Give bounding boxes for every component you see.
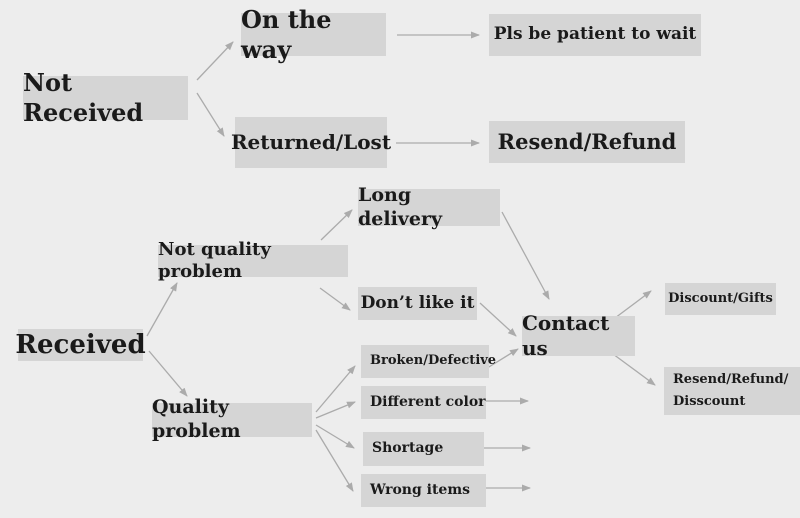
node-discount-gifts: Discount/Gifts [665, 283, 776, 315]
node-received: Received [15, 329, 146, 361]
edge-quality-problem-to-shortage-arrow [315, 424, 355, 449]
node-pls-be-patient-to-wait: Pls be patient to wait [489, 14, 701, 56]
node-different-color: Different color [361, 386, 486, 419]
node-resend-refund: Resend/Refund [489, 121, 685, 163]
node-long-delivery: Long delivery [358, 184, 500, 230]
edge-quality-problem-to-different-color-arrow [315, 401, 356, 419]
edge-not-received-to-returned-lost-arrow [196, 92, 225, 137]
edge-dont-like-it-to-contact-us-arrow [479, 302, 517, 337]
edge-received-to-not-quality-problem-arrow [146, 282, 178, 337]
edge-quality-problem-to-wrong-items-arrow [315, 429, 354, 492]
edge-not-quality-problem-to-dont-like-it-arrow [319, 287, 351, 311]
node-dont-like-it: Don’t like it [358, 287, 477, 320]
node-quality-problem: Quality problem [152, 396, 312, 442]
edge-not-quality-problem-to-long-delivery-arrow [320, 209, 353, 241]
node-contact-us: Contact us [522, 311, 635, 360]
edge-contact-us-to-resend-refund-disscount-arrow [612, 353, 656, 386]
edge-not-received-to-on-the-way-arrow [196, 41, 234, 81]
node-resend-refund-disscount: Resend/Refund/ Disscount [664, 367, 800, 415]
edge-contact-us-to-discount-gifts-arrow [614, 290, 652, 319]
node-shortage: Shortage [363, 432, 484, 466]
edge-broken-defective-to-contact-us-arrow [483, 348, 519, 371]
node-broken-defective: Broken/Defective [361, 345, 496, 378]
node-on-the-way: On the way [241, 5, 386, 64]
edge-long-delivery-to-contact-us-arrow [501, 211, 550, 300]
node-not-quality-problem: Not quality problem [158, 239, 348, 282]
node-returned-lost: Returned/Lost [231, 117, 391, 168]
edge-received-to-quality-problem-arrow [148, 350, 188, 397]
node-wrong-items: Wrong items [361, 474, 486, 507]
edge-quality-problem-to-broken-defective-arrow [315, 365, 356, 413]
node-not-received: Not Received [23, 68, 188, 127]
